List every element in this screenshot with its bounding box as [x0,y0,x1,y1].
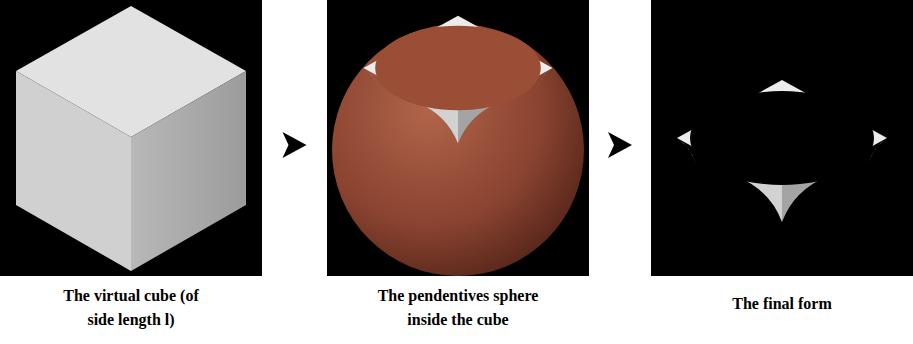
figure-panel: The pendentives sphere inside the cube [327,0,589,344]
flow-arrow [608,132,632,158]
figure-panel: The virtual cube (of side length l) [0,0,262,344]
panel-caption: The final form [662,292,902,316]
panel-caption: The pendentives sphere inside the cube [358,284,558,332]
panel-ground [651,0,913,276]
final-form [677,80,887,222]
panel-caption: The virtual cube (of side length l) [61,284,201,332]
cube-left [16,71,131,271]
figure-panel: The final form [651,0,913,344]
panel-ground [0,0,262,276]
flow-arrow [283,132,307,158]
cube-right [131,71,246,271]
pendentive-sphere [332,24,584,276]
panel-ground [327,0,589,276]
pendentives [364,16,553,144]
